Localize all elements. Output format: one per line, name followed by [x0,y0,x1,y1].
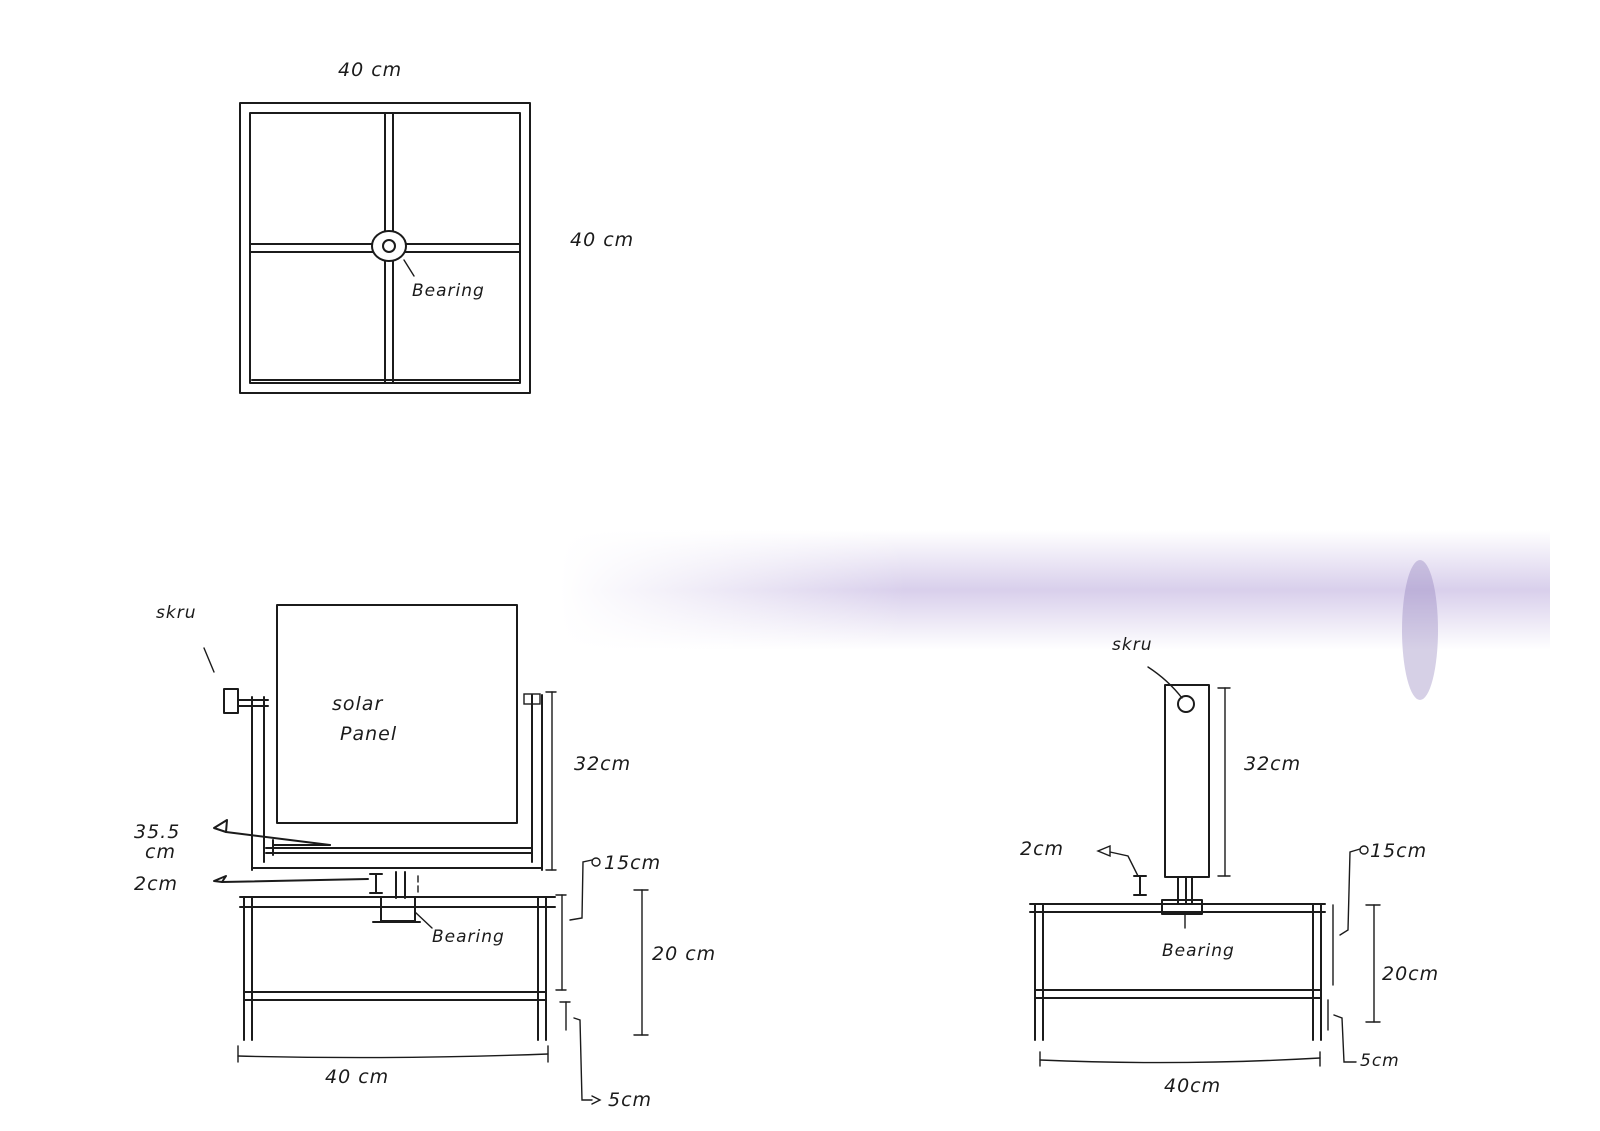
solar-panel [276,604,518,824]
front-top-bar-label: 15cm [604,852,661,874]
front-view: solar Panel skru 35.5 cm 2c [134,603,716,1111]
plate-label-line2: cm [145,841,176,863]
side-shaft-arrow [1096,844,1111,858]
top-bearing-label: Bearing [412,281,485,301]
front-width-label: 40 cm [325,1066,389,1088]
panel-label-line1: solar [332,693,383,715]
front-panel-height-label: 32cm [574,753,631,775]
side-top-bar-label: 15cm [1370,840,1427,862]
side-panel-height-label: 32cm [1244,753,1301,775]
scan-smudge [560,530,1550,700]
side-top-bar-dim [1339,848,1361,936]
front-screw-label: skru [156,603,196,623]
side-panel [1164,684,1210,878]
top-view: 40 cm 40 cm Bearing [239,59,634,394]
panel-label-line2: Panel [340,723,397,745]
side-foot-label: 5cm [1360,1051,1400,1071]
top-bar-dim [569,859,593,921]
side-screw-label: skru [1112,635,1152,655]
front-foot-label: 5cm [608,1089,652,1111]
screw-right-icon [523,693,541,705]
side-bearing-label: Bearing [1162,941,1235,961]
side-shaft-label: 2cm [1020,838,1064,860]
side-bearing-icon [1161,899,1203,915]
side-view: skru 32cm 2cm Bearing 40cm 15 [1020,635,1439,1097]
shaft-arrow [221,878,369,883]
plate-arrow [225,831,331,846]
front-bearing-icon [380,896,416,922]
top-width-label: 40 cm [338,59,402,81]
side-screw-icon [1177,695,1195,713]
front-width-dim [237,1053,549,1059]
bearing-icon [371,230,407,262]
side-base-height-label: 20cm [1382,963,1439,985]
plate-label-line1: 35.5 [134,821,180,843]
front-shaft-label: 2cm [134,873,178,895]
front-base-height-label: 20 cm [652,943,716,965]
bearing-hole-icon [382,239,396,253]
top-height-label: 40 cm [570,229,634,251]
side-width-label: 40cm [1164,1075,1221,1097]
front-bearing-label: Bearing [432,927,505,947]
top-view-outer-frame [239,102,531,394]
screw-left-icon [223,688,239,714]
foot-dim [573,1017,593,1101]
side-foot-dim [1333,1014,1357,1063]
side-width-dim [1039,1057,1321,1064]
